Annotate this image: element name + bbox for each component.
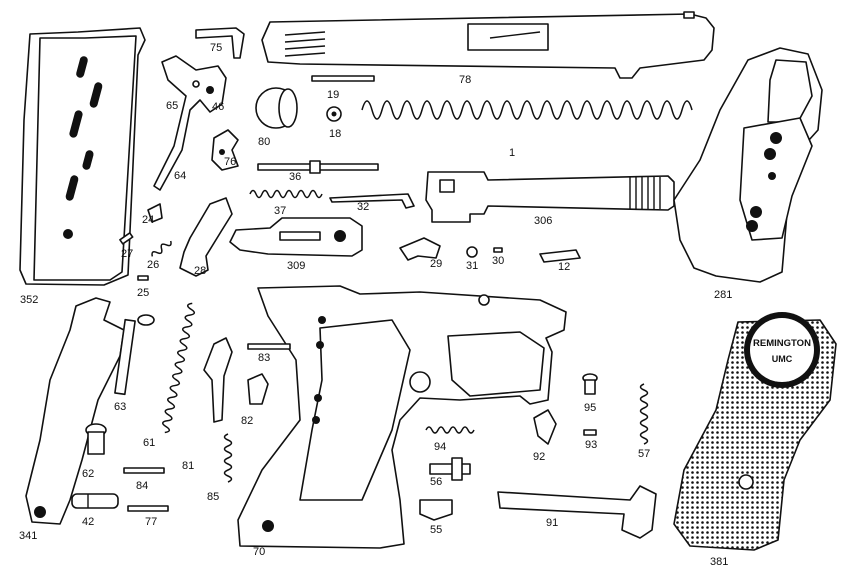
label-part: 56: [430, 476, 443, 488]
label-part: 70: [253, 546, 266, 558]
label-part: 381: [710, 556, 729, 568]
part-92: [533, 409, 557, 445]
label-part: 77: [145, 516, 158, 528]
part-82: [247, 373, 269, 405]
part-recoil-spring: [361, 100, 693, 120]
label-part: 95: [584, 402, 597, 414]
label-part: 12: [558, 261, 571, 273]
label-part: 281: [714, 289, 733, 301]
label-part: 306: [534, 215, 553, 227]
part-309: [229, 217, 363, 257]
part-95: [582, 373, 598, 395]
label-part: 85: [207, 491, 220, 503]
part-76: [211, 129, 239, 171]
label-part: 37: [274, 205, 287, 217]
label-part: 26: [147, 259, 160, 271]
label-part: 76: [224, 156, 237, 168]
part-frame: [237, 285, 567, 549]
part-341: [25, 297, 125, 525]
part-grip-inner: [673, 47, 823, 283]
label-part: 32: [357, 201, 370, 213]
label-part: 29: [430, 258, 443, 270]
part-84: [123, 467, 165, 474]
part-75: [195, 27, 245, 59]
label-part: 61: [143, 437, 156, 449]
part-55: [419, 499, 453, 521]
label-part: 63: [114, 401, 127, 413]
label-part: 27: [121, 248, 134, 260]
label-part: 84: [136, 480, 149, 492]
part-63: [114, 314, 155, 396]
label-part: 94: [434, 441, 447, 453]
label-part: 42: [82, 516, 95, 528]
label-part: 55: [430, 524, 443, 536]
part-12: [539, 249, 581, 263]
part-31: [466, 246, 478, 258]
part-85: [223, 433, 233, 483]
part-slide: [261, 11, 715, 79]
part-sear: [179, 197, 233, 277]
part-62: [85, 423, 107, 455]
label-part: 82: [241, 415, 254, 427]
label-part: 1: [509, 147, 516, 159]
label-part: 19: [327, 89, 340, 101]
part-81: [203, 337, 233, 423]
label-part: 78: [459, 74, 472, 86]
part-37: [249, 189, 323, 199]
label-part: 93: [585, 439, 598, 451]
part-42: [71, 493, 119, 509]
label-part: 24: [142, 214, 155, 226]
label-part: 62: [82, 468, 95, 480]
part-19: [311, 75, 375, 82]
label-part: 309: [287, 260, 306, 272]
label-part: 64: [174, 170, 187, 182]
part-91: [497, 485, 657, 539]
label-part: 57: [638, 448, 651, 460]
label-part: 91: [546, 517, 559, 529]
part-77: [127, 505, 169, 512]
part-small-24-27-26: [119, 203, 172, 281]
label-part: 80: [258, 136, 271, 148]
label-part: 341: [19, 530, 38, 542]
part-94: [425, 426, 475, 434]
part-barrel: [425, 171, 675, 223]
part-80: [255, 87, 298, 129]
label-part: 352: [20, 294, 39, 306]
part-32: [329, 193, 415, 209]
label-part: 31: [466, 260, 479, 272]
label-part: 25: [137, 287, 150, 299]
medallion-brand: REMINGTON: [753, 338, 811, 349]
label-part: 75: [210, 42, 223, 54]
label-part: 30: [492, 255, 505, 267]
part-36: [257, 160, 379, 174]
part-56: [429, 457, 471, 481]
part-hammer: [153, 55, 227, 191]
part-57: [639, 383, 649, 445]
label-part: 81: [182, 460, 195, 472]
part-93: [583, 429, 597, 436]
label-part: 65: [166, 100, 179, 112]
part-30: [493, 247, 503, 253]
part-18: [326, 106, 342, 122]
part-magazine: [19, 27, 146, 286]
medallion-sub: UMC: [772, 354, 793, 364]
part-checkered-grip: REMINGTON UMC: [673, 312, 837, 551]
part-83: [247, 343, 291, 350]
label-part: 46: [212, 101, 225, 113]
part-61: [162, 302, 196, 434]
label-part: 83: [258, 352, 271, 364]
part-29: [399, 237, 441, 261]
label-part: 36: [289, 171, 302, 183]
label-part: 28: [194, 265, 207, 277]
label-part: 18: [329, 128, 342, 140]
label-part: 92: [533, 451, 546, 463]
